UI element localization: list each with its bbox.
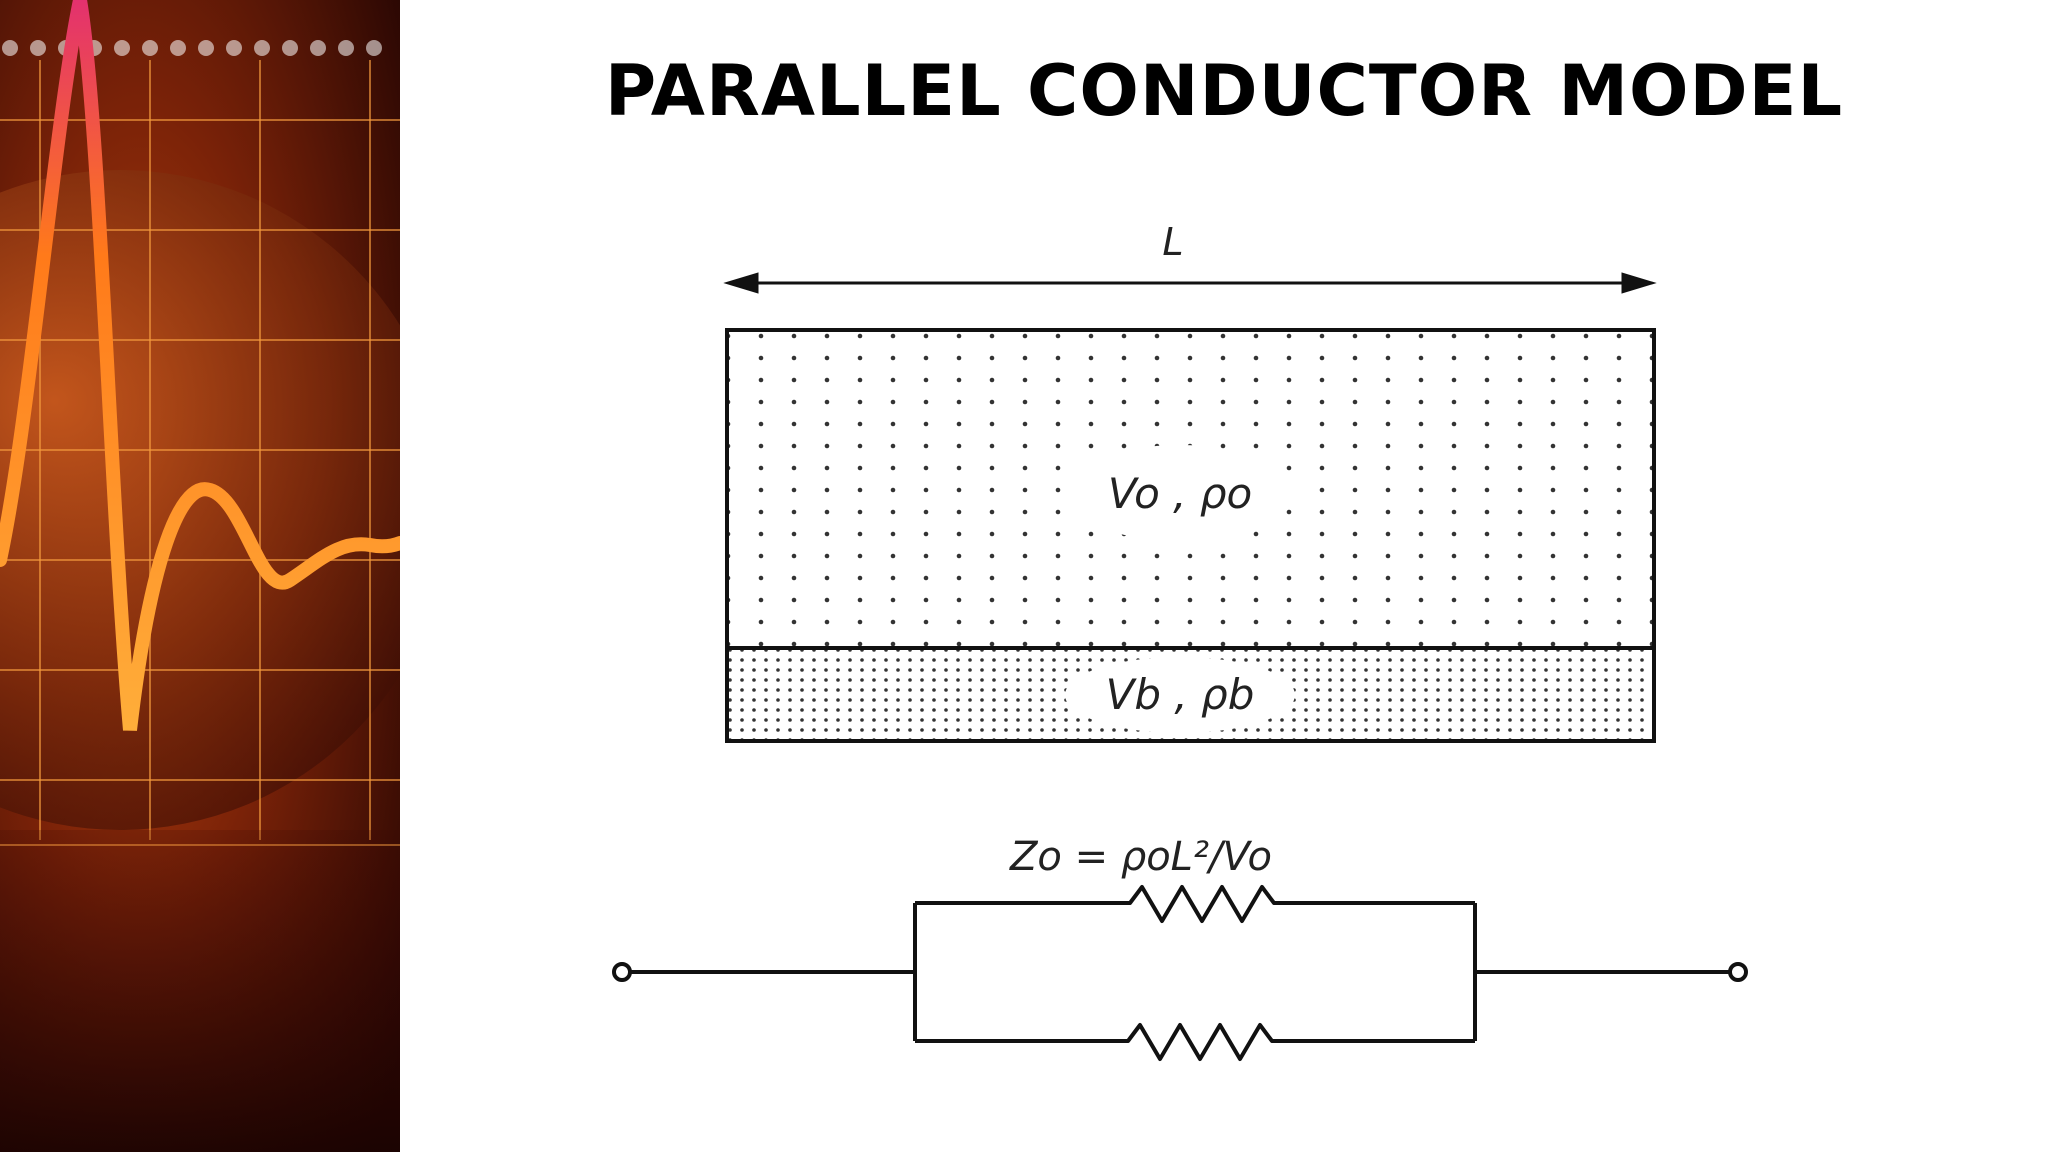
resistor-bottom [915, 1023, 1475, 1061]
sphere-graphic [0, 170, 400, 830]
upper-conductor-region: Vo , ρo [727, 330, 1654, 647]
lower-region-label: Vb , ρb [1106, 670, 1255, 719]
resistor-top [915, 885, 1475, 923]
length-arrow [723, 272, 1657, 294]
upper-region-label: Vo , ρo [1108, 469, 1252, 518]
impedance-formula: Zo = ρoL²/Vo [1009, 834, 1272, 880]
right-terminal [1728, 962, 1748, 982]
decorative-side-panel [0, 0, 400, 1152]
parallel-circuit [612, 885, 1748, 1061]
left-terminal [612, 962, 632, 982]
lower-conductor-region: Vb , ρb [727, 649, 1654, 741]
slide-title: PARALLEL CONDUCTOR MODEL [604, 50, 1844, 132]
parallel-conductor-diagram: L Vo , ρo Vb , ρb Zo = ρoL²/Vo [612, 220, 1748, 1061]
grid-lines [0, 60, 400, 840]
length-label: L [1162, 220, 1183, 264]
conductor-outline [725, 328, 1656, 743]
waveform-line [0, 0, 400, 731]
